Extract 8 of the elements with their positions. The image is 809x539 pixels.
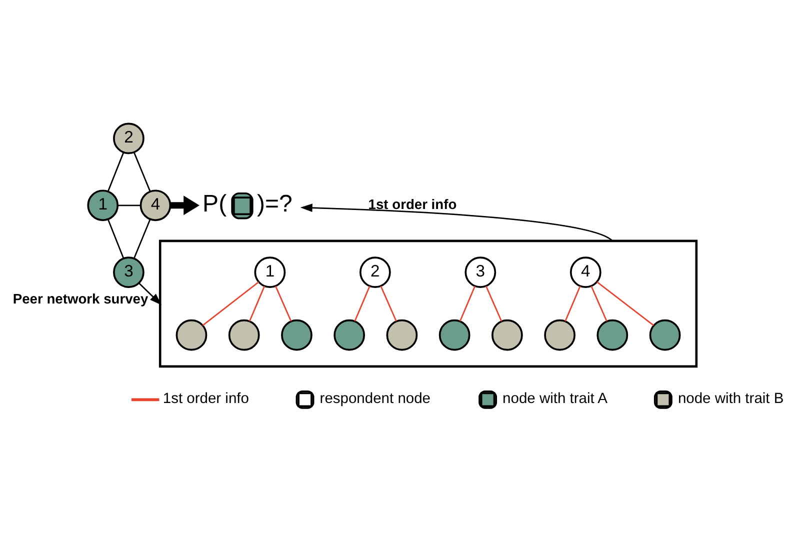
legend-label: respondent node (320, 390, 431, 407)
node-label: )=? (257, 190, 292, 218)
node-label: P( (202, 190, 227, 218)
legend-label: node with trait B (678, 390, 784, 407)
legend-label: 1st order info (162, 390, 249, 407)
edge-label: 1st order info (368, 196, 457, 212)
legend-label: node with trait A (502, 390, 608, 407)
edge-label: Peer network survey (12, 290, 148, 306)
